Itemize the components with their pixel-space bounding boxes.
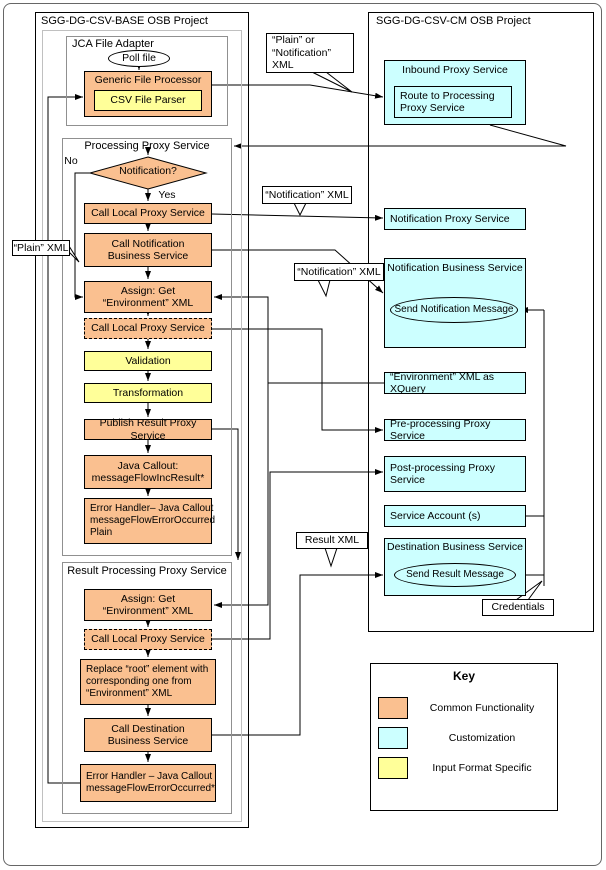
arrow-calllocal-to-notifproxy bbox=[211, 213, 384, 221]
notification-proxy-box: Notification Proxy Service bbox=[384, 208, 526, 230]
base-project-container bbox=[35, 12, 249, 828]
cm-project-container bbox=[368, 12, 594, 632]
arrow-inbound-to-processing bbox=[234, 124, 567, 149]
tail-notification-top bbox=[293, 202, 307, 217]
arrow-errorhandler-loop bbox=[47, 94, 83, 784]
callout-plain-xml: “Plain” XML bbox=[12, 240, 70, 256]
screenshot-border bbox=[3, 3, 602, 866]
send-notification-message-oval: Send Notification Message bbox=[390, 297, 518, 323]
key-swatch-common bbox=[378, 697, 408, 719]
arrow-publish-to-resultcontainer bbox=[212, 428, 241, 560]
arrow-no-branch bbox=[74, 172, 90, 300]
route-to-processing-box: Route to Processing Proxy Service bbox=[394, 86, 512, 118]
key-swatch-customization bbox=[378, 727, 408, 749]
error-handler-box-2: Error Handler – Java Callout messageFlow… bbox=[80, 764, 216, 802]
tail-notification-mid bbox=[317, 279, 331, 298]
csv-file-parser-box: CSV File Parser bbox=[94, 90, 202, 111]
post-processing-proxy-box: Post-processing Proxy Service bbox=[384, 456, 526, 492]
result-proxy-title: Result Processing Proxy Service bbox=[67, 565, 227, 577]
callout-notification-xml-mid: “Notification” XML bbox=[294, 263, 384, 281]
poll-file-oval: Poll file bbox=[108, 50, 170, 67]
transformation-box: Transformation bbox=[84, 383, 212, 403]
yes-branch-label: Yes bbox=[158, 189, 176, 201]
replace-root-box: Replace “root” element with correspondin… bbox=[80, 659, 216, 705]
call-local-proxy-dashed-box: Call Local Proxy Service bbox=[84, 318, 212, 339]
send-result-message-oval: Send Result Message bbox=[394, 563, 516, 587]
jca-adapter-container bbox=[66, 36, 228, 126]
processing-proxy-title: Processing Proxy Service bbox=[84, 140, 210, 152]
arrow-processor-to-inbound bbox=[212, 84, 384, 99]
callout-notification-xml-top: “Notification” XML bbox=[262, 186, 352, 204]
callout-plain-or-notification: “Plain” or “Notification” XML bbox=[266, 33, 354, 73]
inbound-proxy-title: Inbound Proxy Service bbox=[402, 64, 508, 76]
call-local-proxy-dashed-box-2: Call Local Proxy Service bbox=[84, 629, 212, 650]
environment-xquery-box: “Environment” XML as XQuery bbox=[384, 371, 526, 395]
credentials-box: Credentials bbox=[482, 599, 554, 616]
key-container bbox=[370, 663, 558, 811]
jca-adapter-title: JCA File Adapter bbox=[72, 38, 154, 50]
arrow-xquery-to-assign2 bbox=[214, 383, 269, 608]
base-project-title: SGG-DG-CSV-BASE OSB Project bbox=[41, 15, 208, 27]
arrow-calllocal2-to-preprocessing bbox=[212, 328, 383, 433]
callout-result-xml: Result XML bbox=[296, 532, 368, 549]
service-account-box: Service Account (s) bbox=[384, 505, 526, 527]
notification-decision-label: Notification? bbox=[119, 165, 177, 177]
validation-box: Validation bbox=[84, 351, 212, 371]
call-notification-bs-box: Call Notification Business Service bbox=[84, 233, 212, 267]
publish-result-box: Publish Result Proxy Service bbox=[84, 417, 212, 442]
error-handler-plain-box: Error Handler– Java Callout messageFlowE… bbox=[84, 498, 215, 544]
call-destination-bs-box: Call Destination Business Service bbox=[84, 718, 212, 752]
tail-result-xml bbox=[324, 547, 338, 568]
cm-project-title: SGG-DG-CSV-CM OSB Project bbox=[376, 15, 531, 27]
assign-environment-box: Assign: Get “Environment” XML bbox=[84, 281, 212, 313]
no-branch-label: No bbox=[64, 155, 78, 167]
assign-environment-box-2: Assign: Get “Environment” XML bbox=[84, 589, 212, 621]
notification-bs-title: Notification Business Service bbox=[387, 262, 523, 274]
base-project-inner-border bbox=[42, 30, 242, 822]
key-label-input-specific: Input Format Specific bbox=[432, 762, 532, 774]
call-local-proxy-box: Call Local Proxy Service bbox=[84, 203, 212, 224]
java-callout-box: Java Callout: messageFlowIncResult* bbox=[84, 455, 212, 489]
processing-proxy-container bbox=[62, 138, 232, 556]
key-title: Key bbox=[452, 669, 475, 683]
key-label-customization: Customization bbox=[448, 732, 516, 744]
pre-processing-proxy-box: Pre-processing Proxy Service bbox=[384, 418, 526, 442]
key-swatch-input-specific bbox=[378, 757, 408, 779]
result-proxy-container bbox=[62, 562, 232, 814]
arrow-calldest-to-destinationbs bbox=[212, 572, 383, 736]
key-label-common: Common Functionality bbox=[429, 702, 535, 714]
destination-bs-title: Destination Business Service bbox=[387, 541, 523, 553]
